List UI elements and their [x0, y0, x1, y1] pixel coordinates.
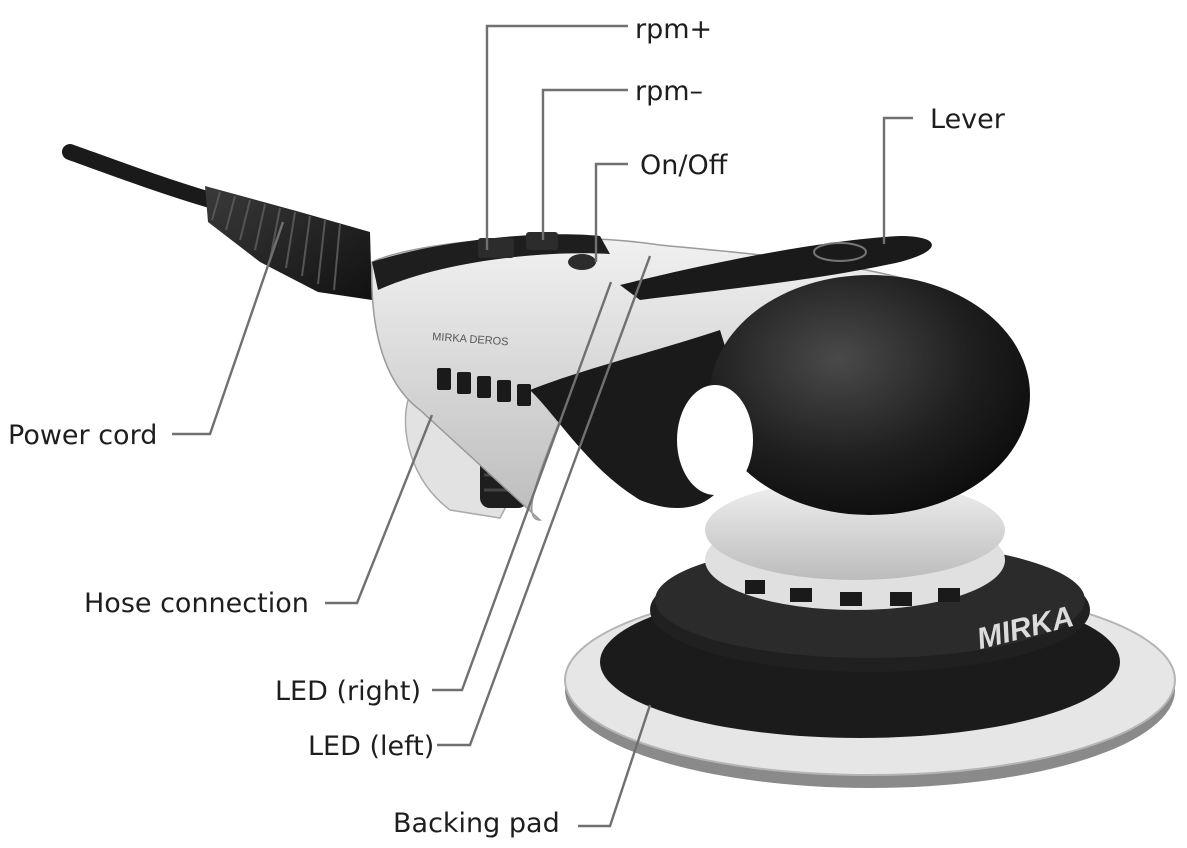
label-hose-connection: Hose connection: [84, 588, 309, 619]
label-rpm-plus: rpm+: [635, 14, 713, 45]
leader-line-rpm-plus: [485, 24, 628, 250]
leader-line-on-off: [594, 162, 628, 262]
leader-line-backing-pad: [578, 704, 652, 828]
label-power-cord: Power cord: [8, 420, 158, 451]
leader-line-lever: [882, 116, 913, 244]
label-on-off: On/Off: [640, 150, 728, 181]
leader-line-rpm-minus: [541, 88, 628, 240]
label-led-left: LED (left): [308, 731, 435, 762]
leader-line-led-left: [437, 255, 652, 747]
leader-line-hose-connection: [325, 414, 434, 605]
leader-line-led-right: [432, 281, 613, 692]
label-backing-pad: Backing pad: [393, 808, 560, 839]
sander-body-shape: MIRKA DEROS: [371, 234, 1030, 521]
svg-text:MIRKA DEROS: MIRKA DEROS: [432, 331, 509, 348]
leader-line-power-cord: [172, 221, 285, 436]
power-cord-shape: [62, 144, 372, 300]
label-rpm-minus: rpm–: [635, 76, 704, 107]
label-led-right: LED (right): [275, 676, 421, 707]
label-lever: Lever: [930, 104, 1005, 135]
lever-shape: [620, 236, 932, 300]
